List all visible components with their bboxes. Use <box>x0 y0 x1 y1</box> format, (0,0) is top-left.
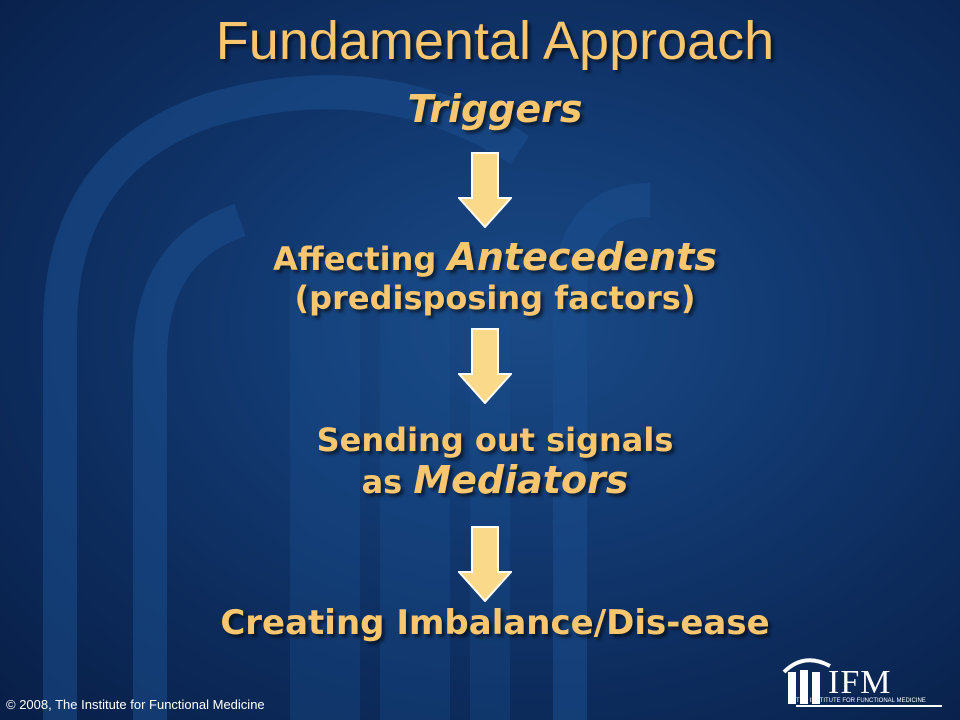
step-mediators: Sending out signals as Mediators <box>0 422 960 502</box>
step-antecedents: Affecting Antecedents (predisposing fact… <box>0 235 960 317</box>
copyright-footer: © 2008, The Institute for Functional Med… <box>6 697 265 712</box>
mediators-emphasis: Mediators <box>413 457 629 502</box>
logo-subtext: THE INSTITUTE FOR FUNCTIONAL MEDICINE <box>796 698 926 704</box>
step-antecedents-line1: Affecting Antecedents <box>0 235 960 280</box>
step-triggers: Triggers <box>407 87 583 131</box>
step-antecedents-line2: (predisposing factors) <box>294 278 696 317</box>
down-arrow-icon <box>458 526 512 602</box>
step-imbalance: Creating Imbalance/Dis-ease <box>220 603 770 643</box>
mediators-prefix: as <box>361 462 414 501</box>
antecedents-emphasis: Antecedents <box>447 235 717 279</box>
down-arrow-icon <box>458 152 512 228</box>
slide-title: Fundamental Approach <box>215 11 775 71</box>
step-mediators-line2: as Mediators <box>0 457 960 503</box>
antecedents-prefix: Affecting <box>273 240 448 278</box>
logo-wordmark: IFM <box>828 664 892 701</box>
down-arrow-icon <box>458 328 512 404</box>
step-mediators-line1: Sending out signals <box>316 421 674 459</box>
ifm-columns-logo-icon <box>782 658 942 707</box>
